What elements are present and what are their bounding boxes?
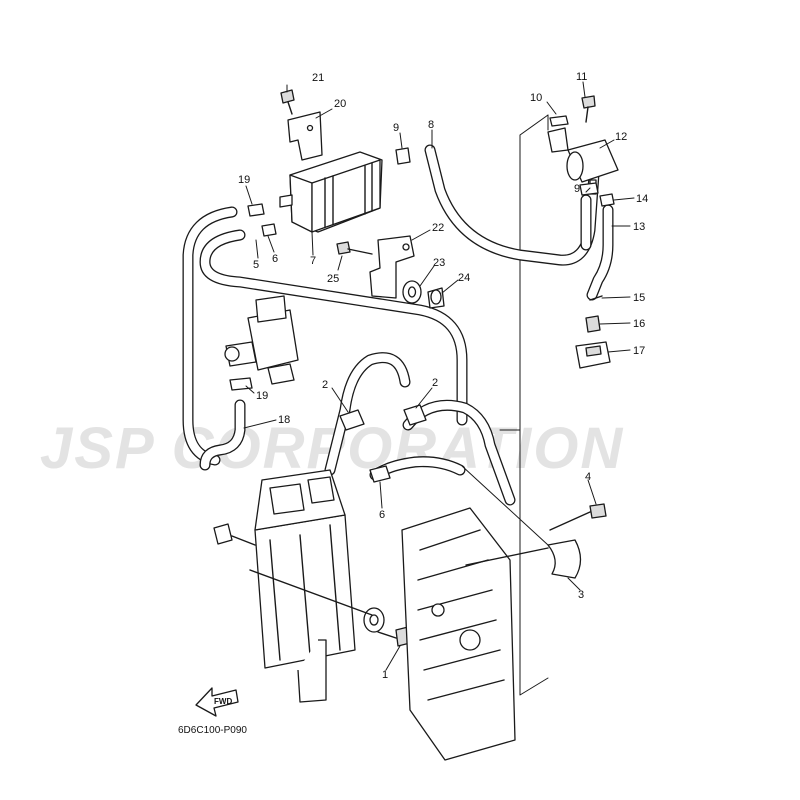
callout-22: 22	[432, 222, 444, 234]
callout-18: 18	[278, 414, 290, 426]
grommet-lower	[363, 607, 385, 633]
bolt-4	[549, 503, 607, 531]
callout-23: 23	[433, 257, 445, 269]
guide-lines	[461, 429, 549, 546]
callout-21: 21	[312, 72, 324, 84]
clamp-3	[465, 539, 582, 579]
callout-24: 24	[458, 272, 470, 284]
callout-8: 8	[428, 119, 434, 131]
fuel-hose-18	[199, 399, 246, 471]
fuel-hose-13	[580, 194, 614, 301]
callout-20: 20	[334, 98, 346, 110]
callout-6a: 6	[272, 253, 278, 265]
diagram-code: 6D6C100-P090	[178, 725, 247, 736]
callout-13: 13	[633, 221, 645, 233]
joint-12	[547, 127, 619, 195]
callout-17: 17	[633, 345, 645, 357]
bracket-22	[369, 235, 415, 299]
forward-arrow-label: FWD	[214, 697, 232, 706]
holder-17	[575, 341, 611, 369]
bolt-11	[581, 95, 596, 123]
clip-6-upper	[261, 223, 277, 237]
clip-15	[589, 295, 603, 301]
clip-19-upper	[247, 203, 265, 217]
callout-10: 10	[530, 92, 542, 104]
bolt-25	[336, 241, 373, 255]
callout-15: 15	[633, 292, 645, 304]
callout-16: 16	[633, 318, 645, 330]
bolt-21	[280, 89, 295, 115]
vapor-canister-7	[279, 151, 383, 233]
callout-25: 25	[327, 273, 339, 285]
connector-16	[585, 315, 601, 333]
callout-2b: 2	[432, 377, 438, 389]
fuel-hose-5	[182, 206, 468, 466]
bracket-20	[287, 111, 323, 161]
callout-9b: 9	[574, 183, 580, 195]
callout-5: 5	[253, 259, 259, 271]
callout-6b: 6	[379, 509, 385, 521]
collar-24	[427, 287, 445, 309]
callout-2a: 2	[322, 379, 328, 391]
clip-14	[599, 193, 615, 207]
callout-11: 11	[576, 71, 587, 83]
clip-10	[549, 115, 569, 127]
clip-2-left	[339, 409, 365, 431]
engine-block	[401, 507, 516, 761]
callout-4: 4	[585, 471, 591, 483]
callout-7: 7	[310, 255, 316, 267]
grommet-23	[402, 280, 422, 304]
clip-6-lower	[369, 465, 391, 483]
callout-3: 3	[578, 589, 584, 601]
callout-labels: 1 2 2 3 4 5 6 6 7 8 9 9 10 11 12 13 14 1…	[238, 71, 648, 681]
callout-1: 1	[382, 669, 388, 681]
callout-14: 14	[636, 193, 648, 205]
vapor-separator-assembly	[213, 469, 356, 703]
clip-9-upper	[395, 147, 411, 165]
callout-19b: 19	[256, 390, 268, 402]
callout-12: 12	[615, 131, 627, 143]
callout-19a: 19	[238, 174, 250, 186]
leader-lines	[243, 81, 635, 671]
fuel-pump	[224, 295, 299, 385]
forward-arrow: FWD	[195, 687, 239, 717]
callout-9a: 9	[393, 122, 399, 134]
clip-2-right	[403, 404, 427, 426]
reference-frame	[519, 114, 549, 696]
